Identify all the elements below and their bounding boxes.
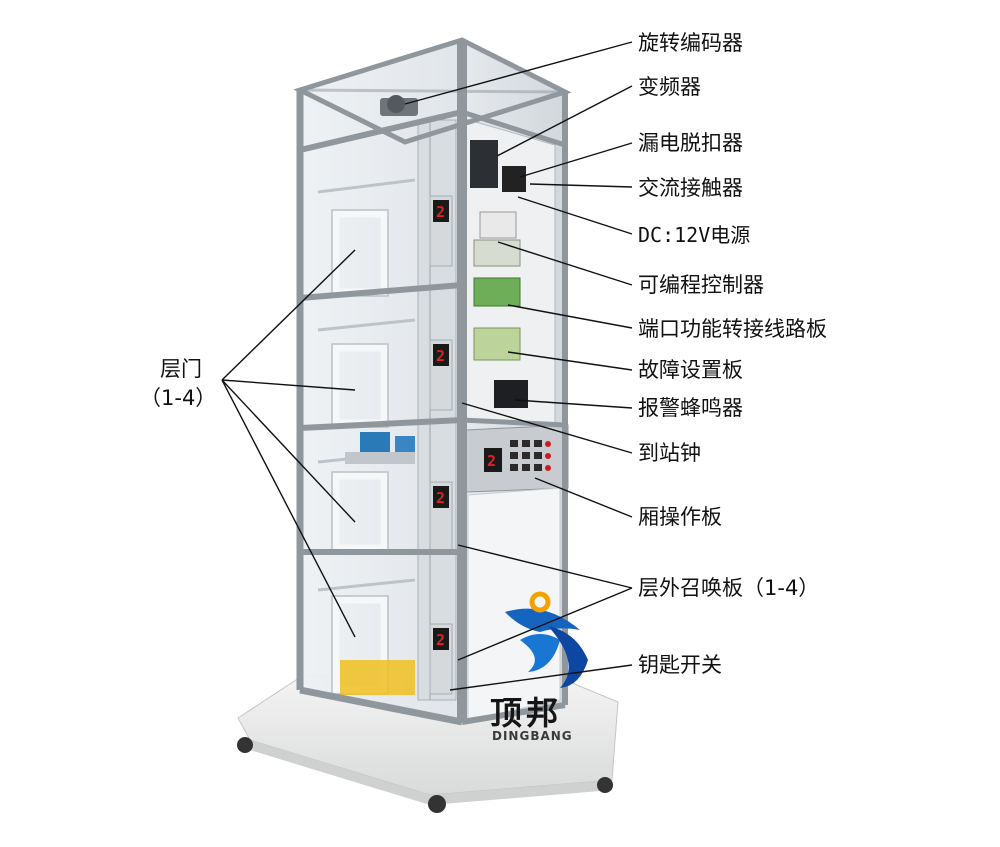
fault-board-device bbox=[473, 327, 521, 361]
car-display: 2 bbox=[487, 452, 496, 470]
label-rotary-encoder: 旋转编码器 bbox=[638, 31, 743, 55]
label-key-switch: 钥匙开关 bbox=[638, 653, 722, 677]
label-landing-door: 层门 bbox=[160, 357, 202, 381]
floor-display: 2 bbox=[436, 203, 445, 221]
label-ac-contactor: 交流接触器 bbox=[638, 176, 743, 200]
floor-display: 2 bbox=[436, 347, 445, 365]
inverter-device bbox=[470, 140, 498, 188]
leakage-breaker-device bbox=[502, 166, 526, 192]
label-fault-board: 故障设置板 bbox=[638, 358, 743, 382]
label-inverter: 变频器 bbox=[638, 75, 701, 99]
caster-wheel bbox=[428, 795, 446, 813]
label-leakage-breaker: 漏电脱扣器 bbox=[638, 131, 743, 155]
control-cabinet bbox=[461, 117, 556, 426]
label-car-panel: 厢操作板 bbox=[638, 505, 722, 529]
plc-device bbox=[473, 239, 521, 267]
label-port-board: 端口功能转接线路板 bbox=[638, 317, 827, 341]
floor-display: 2 bbox=[436, 631, 445, 649]
label-alarm-buzzer: 报警蜂鸣器 bbox=[638, 396, 743, 420]
brand-name-cn: 顶邦 bbox=[490, 694, 563, 732]
brand-name-en: DINGBANG bbox=[492, 729, 573, 743]
car-equipment bbox=[345, 432, 415, 464]
label-arrival-bell: 到站钟 bbox=[638, 441, 701, 465]
floor-display: 2 bbox=[436, 489, 445, 507]
pit-buffer bbox=[340, 660, 415, 695]
aluminum-frame bbox=[293, 37, 572, 726]
alarm-buzzer-device bbox=[494, 380, 528, 408]
car-panel-buttons bbox=[510, 440, 542, 471]
caster-wheel bbox=[597, 777, 613, 793]
label-landing-door-range: （1-4） bbox=[140, 386, 217, 410]
label-hall-call-panel: 层外召唤板（1-4） bbox=[638, 576, 820, 600]
label-dc-power: DC:12V电源 bbox=[638, 223, 751, 247]
logo-orange-dot bbox=[529, 591, 551, 613]
caster-wheel bbox=[237, 737, 253, 753]
label-plc: 可编程控制器 bbox=[638, 273, 764, 297]
